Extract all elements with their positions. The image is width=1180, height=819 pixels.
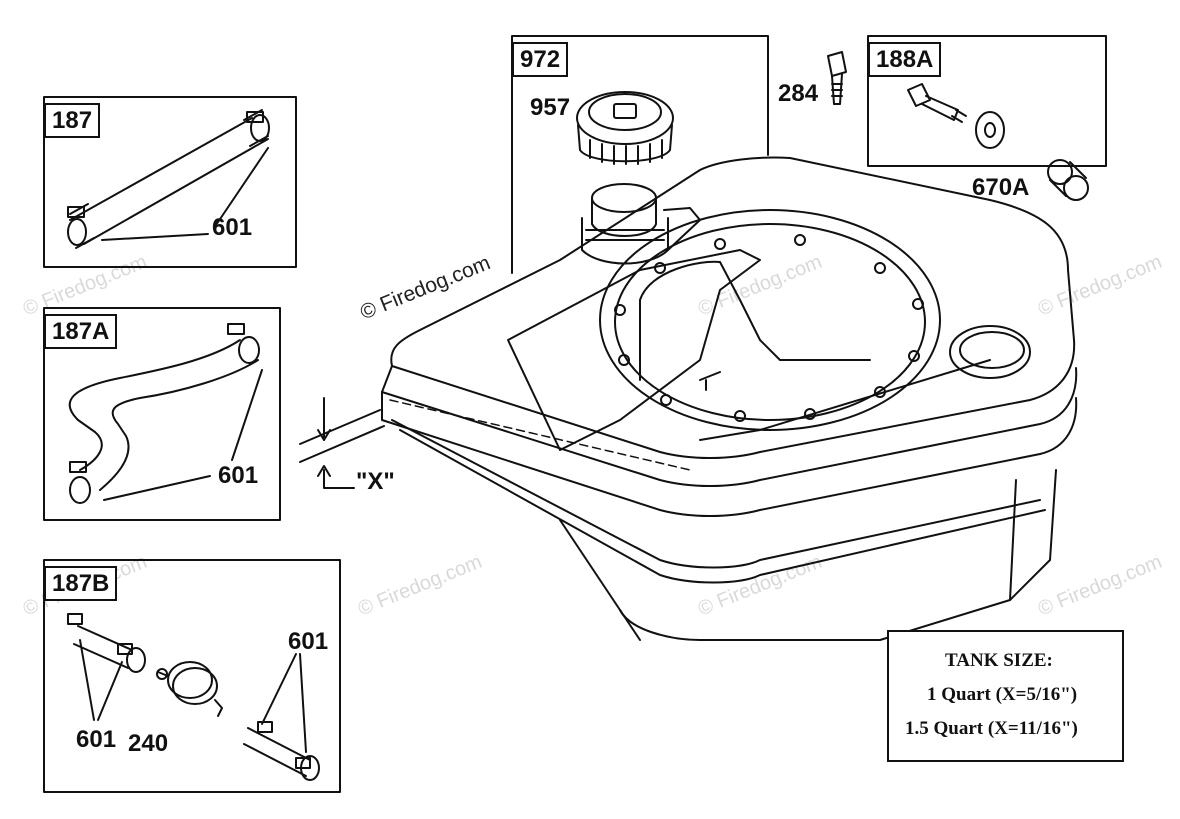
- hose-187A: [68, 323, 263, 504]
- callout-601: 601: [288, 628, 329, 655]
- fuel-tank: [381, 156, 1078, 641]
- box-tag-187: 187: [44, 103, 101, 138]
- box-tag-972: 972: [512, 42, 569, 77]
- tank-size-note: TANK SIZE: 1 Quart (X=5/16") 1.5 Quart (…: [887, 630, 1124, 762]
- frame-187A: [43, 307, 281, 521]
- callout-601: 601: [218, 462, 259, 489]
- callout-x: "X": [356, 468, 395, 495]
- callout-957: 957: [530, 94, 571, 121]
- fuel-cap-957: [576, 91, 674, 165]
- bushing-670A: [1047, 159, 1089, 201]
- box-tag-187A: 187A: [44, 314, 118, 349]
- callout-670A: 670A: [972, 174, 1030, 201]
- box-tag-188A: 188A: [868, 42, 942, 77]
- tank-size-title: TANK SIZE:: [945, 650, 1053, 671]
- frame-187: [43, 96, 297, 268]
- tank-size-line-2: 1.5 Quart (X=11/16"): [905, 718, 1078, 739]
- bolt-188A: [907, 83, 1005, 149]
- bolt-284: [827, 51, 847, 105]
- callout-240: 240: [128, 730, 169, 757]
- dimension-x: [299, 397, 385, 489]
- frame-972: [511, 35, 769, 274]
- hoses-filter-187B: [67, 613, 320, 781]
- hose-187: [67, 109, 270, 249]
- callout-601: 601: [76, 726, 117, 753]
- tank-size-line-1: 1 Quart (X=5/16"): [927, 684, 1078, 705]
- callout-601: 601: [212, 214, 253, 241]
- box-tag-187B: 187B: [44, 566, 118, 601]
- frame-188A: [867, 35, 1107, 167]
- frame-187B: [43, 559, 341, 793]
- callout-284: 284: [778, 80, 819, 107]
